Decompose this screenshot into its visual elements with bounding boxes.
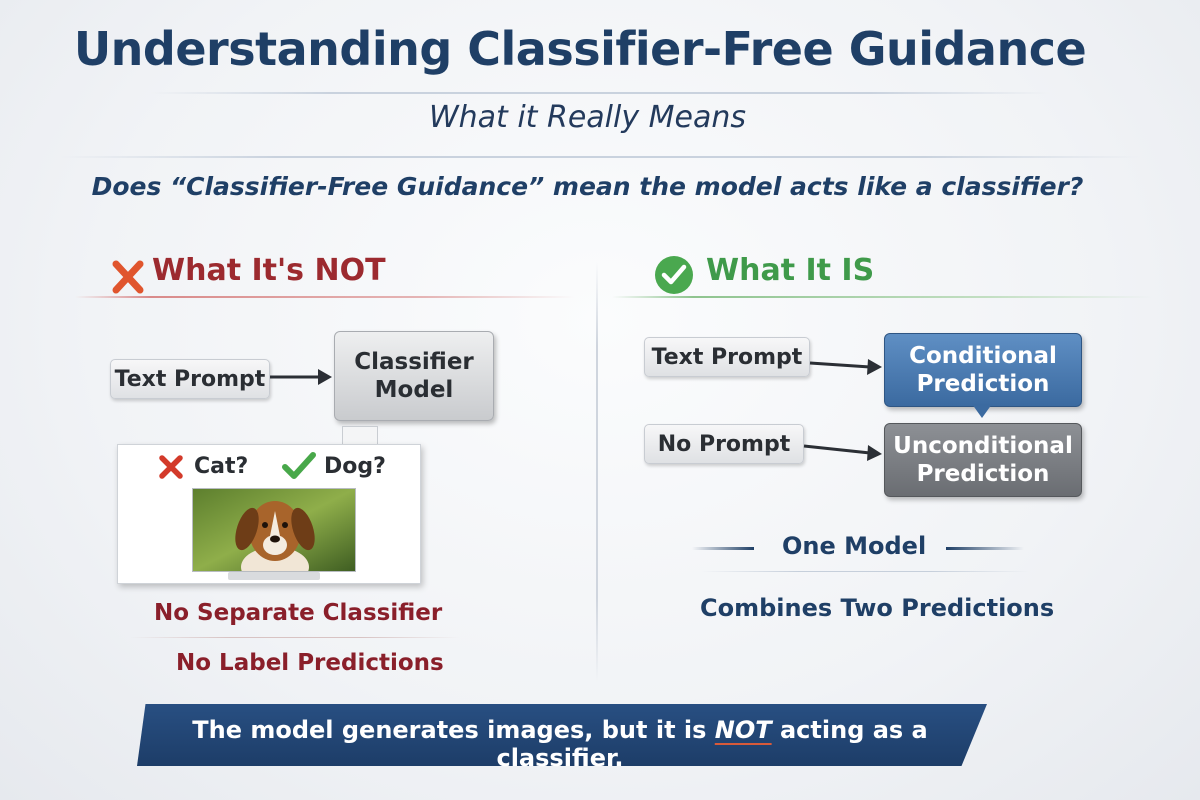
no-prompt-pill: No Prompt [644, 424, 804, 464]
banner-text-not: NOT [714, 716, 772, 744]
classifier-line1: Classifier [354, 349, 474, 375]
classifier-model-box: Classifier Model [334, 331, 494, 421]
summary-banner [137, 704, 987, 766]
text-prompt-label: Text Prompt [651, 344, 803, 370]
photo-stand [228, 572, 320, 580]
conditional-line1: Conditional [909, 343, 1057, 369]
no-prompt-label: No Prompt [657, 431, 791, 457]
column-divider [596, 262, 598, 682]
page-title: Understanding Classifier-Free Guidance [73, 22, 1087, 76]
points-rule [130, 637, 460, 638]
cross-icon [112, 260, 144, 294]
is-section-title: What It IS [706, 253, 875, 288]
page-subtitle: What it Really Means [428, 100, 746, 135]
question-text: Does “Classifier-Free Guidance” mean the… [91, 172, 1084, 201]
arrow-right-icon [809, 359, 882, 375]
cat-label: Cat? [194, 454, 249, 479]
one-model-underline [700, 571, 1030, 572]
dog-photo [192, 488, 356, 572]
one-model-rule-left [692, 547, 754, 550]
no-label-predictions-text: No Label Predictions [176, 650, 444, 676]
not-section-title: What It's NOT [152, 253, 386, 288]
summary-banner-text: The model generates images, but it is NO… [150, 716, 970, 772]
classifier-line2: Model [374, 377, 454, 403]
is-title-underline [612, 296, 1152, 298]
conditional-prediction-box: Conditional Prediction [884, 333, 1082, 407]
no-separate-classifier-text: No Separate Classifier [154, 600, 443, 626]
panel-connector [342, 426, 378, 445]
text-prompt-label: Text Prompt [114, 366, 266, 392]
dog-label: Dog? [324, 454, 386, 479]
cross-icon [159, 455, 183, 479]
arrow-right-icon [270, 369, 332, 385]
unconditional-line1: Unconditional [893, 433, 1073, 459]
unconditional-line2: Prediction [916, 461, 1050, 487]
one-model-rule-right [946, 547, 1024, 550]
check-circle-icon [655, 256, 693, 294]
banner-text-post: acting as a classifier. [496, 716, 928, 772]
callout-pointer [972, 404, 992, 418]
unconditional-prediction-box: Unconditional Prediction [884, 423, 1082, 497]
combines-two-predictions-text: Combines Two Predictions [700, 594, 1055, 622]
text-prompt-pill-right: Text Prompt [644, 337, 810, 377]
banner-text-pre: The model generates images, but it is [192, 716, 715, 744]
checkmark-icon [282, 452, 316, 479]
title-rule [150, 92, 1050, 94]
arrow-right-icon [803, 444, 882, 461]
one-model-label: One Model [782, 532, 927, 560]
not-title-underline [75, 296, 575, 298]
conditional-line2: Prediction [916, 371, 1050, 397]
subtitle-rule [60, 156, 1140, 158]
text-prompt-pill-left: Text Prompt [110, 359, 270, 399]
